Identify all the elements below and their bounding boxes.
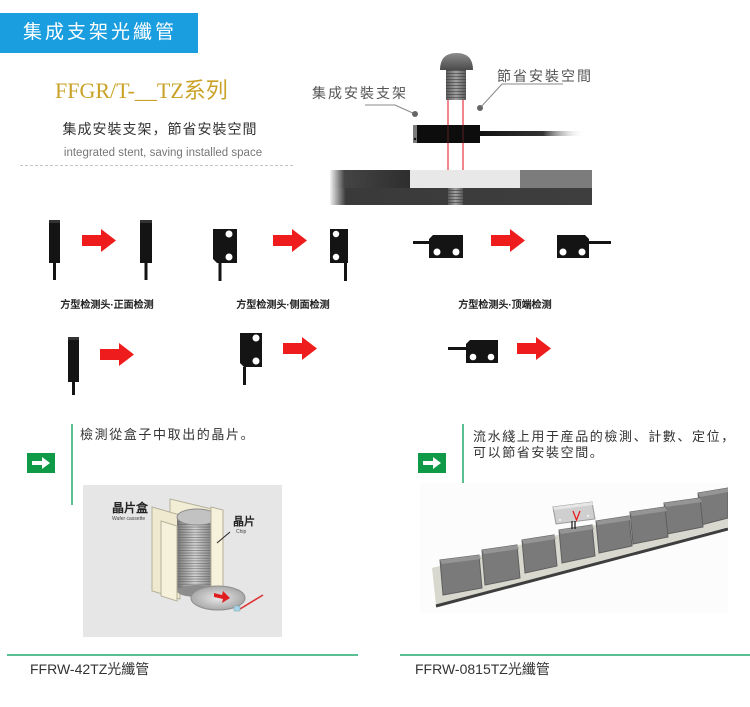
- description-line: 可以節省安裝空間。: [473, 445, 605, 460]
- label-saving-space: 節省安裝空間: [497, 68, 593, 85]
- product-caption: FFRW-0815TZ光纖管: [415, 661, 550, 677]
- red-arrow-right-icon: [82, 229, 116, 252]
- sensor-square-side-before: [213, 229, 237, 281]
- product-box: [595, 515, 633, 554]
- sensor-square-top-after: [557, 235, 611, 258]
- sensor-square-top-before: [413, 235, 463, 258]
- sensor-square-top-mounted: [448, 340, 498, 363]
- callout-space: 節省安裝空間: [477, 68, 593, 111]
- red-arrow-right-icon: [283, 337, 317, 360]
- arrow-right-icon: [418, 453, 446, 473]
- intro-subtitle-en: integrated stent, saving installed space: [63, 147, 263, 159]
- conveyor-illustration: [420, 483, 728, 613]
- detection-modes-panel: [49, 220, 611, 395]
- sensor-square-side-after: [330, 229, 348, 281]
- mode-label-top: 方型检测头·顶端检测: [458, 300, 552, 311]
- red-arrow-icon: [214, 591, 230, 603]
- description-line: 檢測從盒子中取出的晶片。: [80, 427, 256, 442]
- product-boxes: [439, 487, 728, 596]
- red-arrow-right-icon: [273, 229, 307, 252]
- product-box: [439, 554, 483, 596]
- chip-label: 晶片: [233, 514, 255, 528]
- sensor-end-cap: [413, 125, 417, 143]
- red-arrow-right-icon: [100, 343, 134, 366]
- series-title: FFGR/T-__TZ系列: [55, 78, 228, 103]
- sensor-slim-mounted: [68, 337, 79, 395]
- cassette-front-flaps: [160, 506, 224, 602]
- sensor-slim-before: [49, 220, 60, 280]
- sensor-cable: [480, 131, 585, 136]
- wafer-cassette-illustration: 晶片盒 Wafer cassette 晶片 Chip: [83, 485, 282, 637]
- section-banner: 集成支架光纖管: [0, 13, 198, 53]
- screw-thread-lines: [446, 70, 466, 100]
- product-box: [629, 506, 669, 545]
- product-box: [663, 497, 704, 535]
- callout-bracket: 集成安裝支架: [312, 85, 418, 117]
- dashed-divider: [20, 165, 293, 166]
- arrow-right-icon: [27, 453, 55, 473]
- red-arrow-right-icon: [517, 337, 551, 360]
- mode-label-front: 方型检测头·正面检测: [60, 300, 154, 311]
- mounting-plate: [330, 170, 592, 205]
- product-box: [697, 487, 728, 526]
- product-caption: FFRW-42TZ光纖管: [30, 661, 150, 677]
- label-integrated-bracket: 集成安裝支架: [312, 85, 408, 102]
- sensor-hole: [413, 137, 417, 141]
- caption-divider: [400, 654, 750, 656]
- fiber-sensor: [552, 501, 596, 529]
- banner-title: 集成支架光纖管: [23, 22, 178, 43]
- product-box: [521, 534, 558, 574]
- application-description: 檢測從盒子中取出的晶片。: [80, 427, 255, 443]
- chip-label-en: Chip: [236, 529, 247, 535]
- application-divider: [462, 424, 464, 505]
- red-arrow-right-icon: [491, 229, 525, 252]
- mount-diagram: 集成安裝支架 節省安裝空間: [312, 53, 593, 205]
- wafer-disc: [190, 585, 246, 611]
- mode-label-side: 方型检测头·侧面检测: [236, 300, 330, 311]
- product-box: [558, 524, 596, 564]
- caption-divider: [7, 654, 358, 656]
- product-box: [481, 544, 521, 586]
- application-description: 流水綫上用于産品的檢測、計數、定位， 可以節省安裝空間。: [473, 429, 736, 461]
- cassette-label-en: Wafer cassette: [112, 516, 145, 522]
- description-line: 流水綫上用于産品的檢測、計數、定位，: [473, 429, 736, 444]
- fiber-probe: [233, 594, 264, 612]
- application-divider: [71, 424, 73, 505]
- sensor-slim-after: [140, 220, 152, 280]
- sensor-square-side-mounted: [240, 333, 262, 385]
- intro-subtitle: 集成安裝支架，節省安裝空間: [62, 121, 258, 137]
- screw-head: [440, 53, 473, 70]
- fiber-sensor: [413, 125, 585, 143]
- screw: [440, 53, 473, 100]
- cassette-label: 晶片盒: [112, 500, 149, 515]
- chip-pointer: [216, 531, 231, 544]
- sensor-body: [413, 125, 480, 143]
